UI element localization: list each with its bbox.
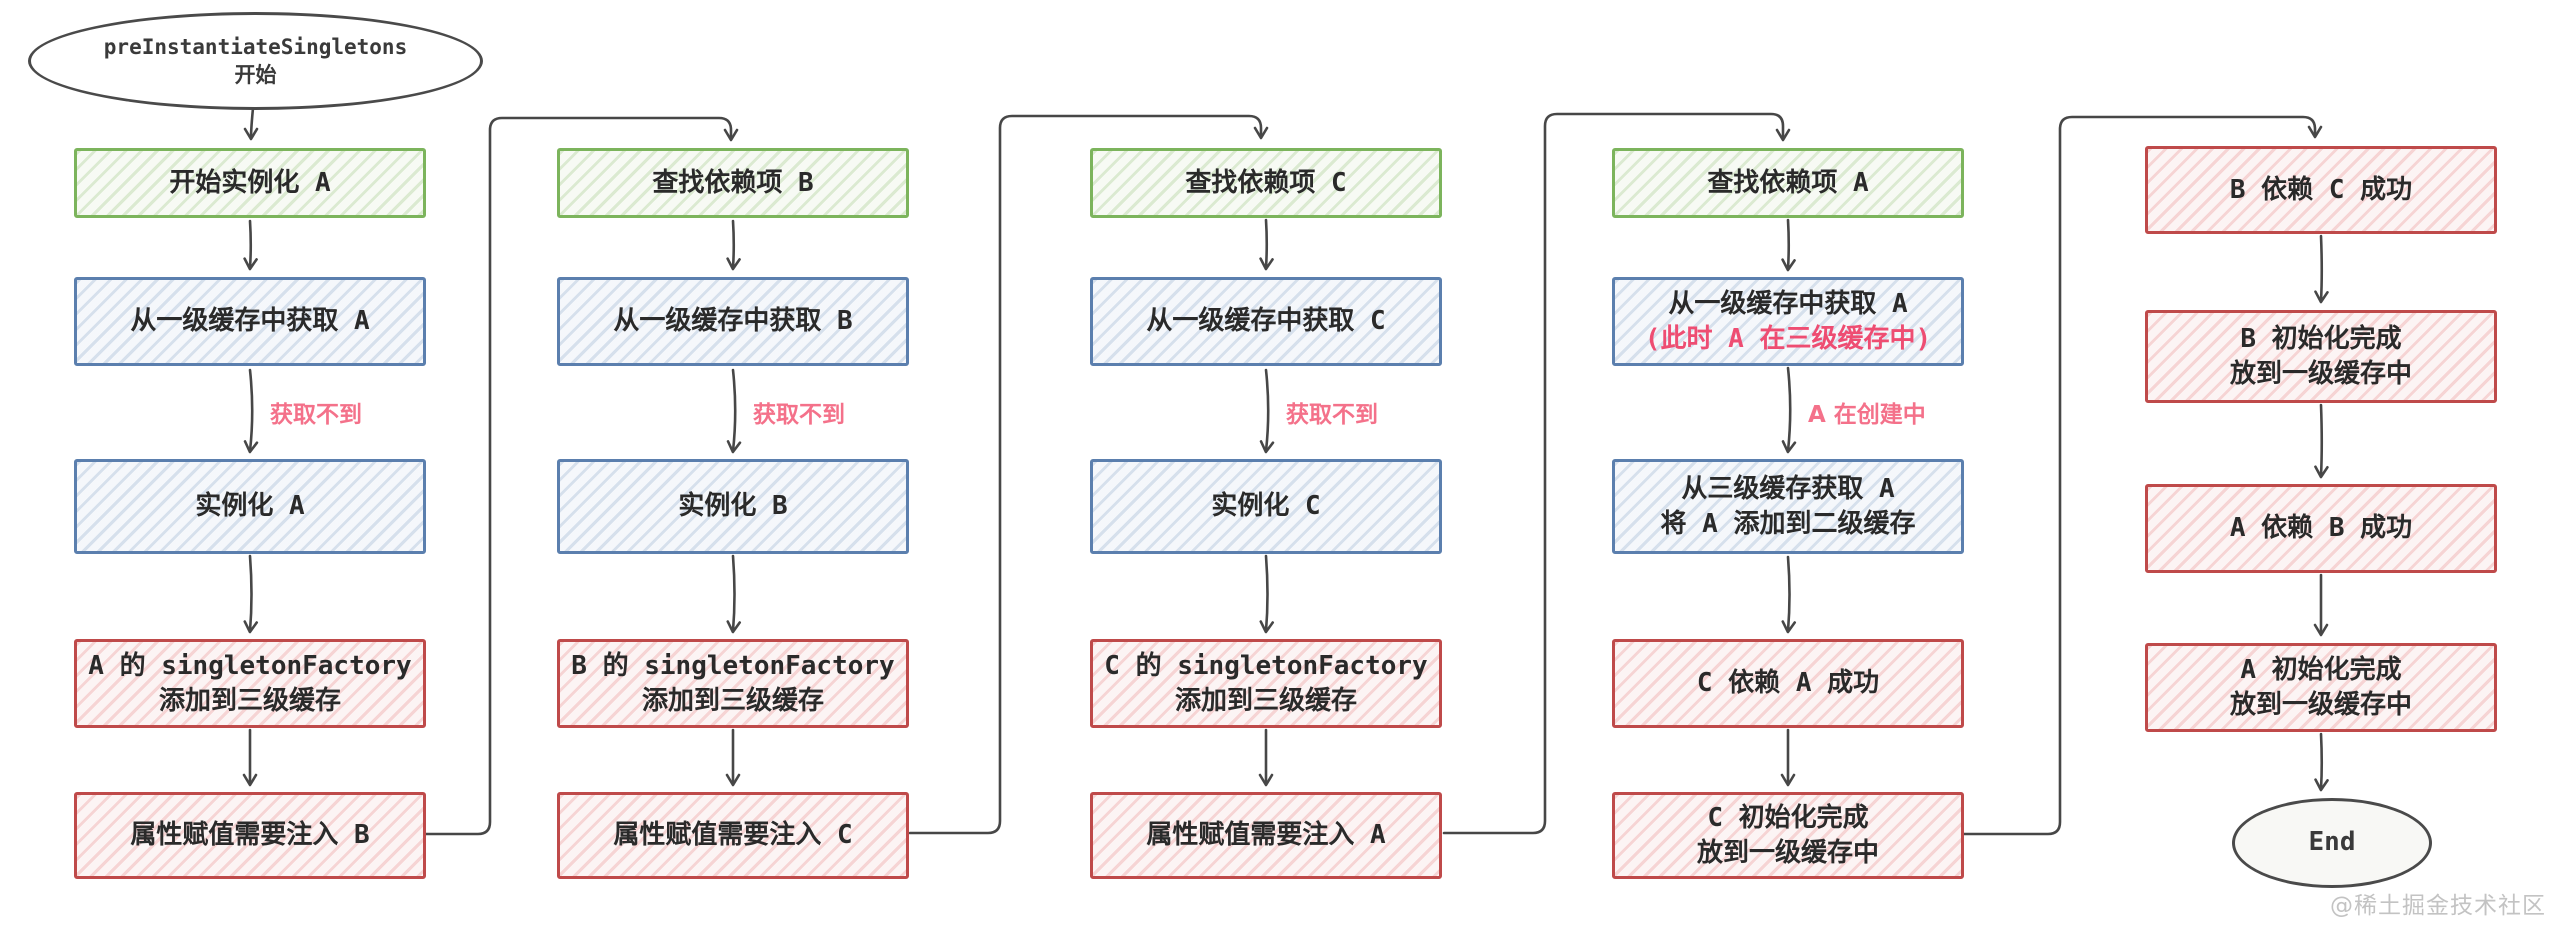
flow-node-col4-row5: C 初始化完成放到一级缓存中: [1612, 792, 1964, 879]
node-text-line: 添加到三级缓存: [1174, 685, 1357, 716]
flow-node-col1-row2: 从一级缓存中获取 A: [74, 277, 426, 366]
flow-node-col5-row2: B 初始化完成放到一级缓存中: [2145, 310, 2497, 403]
arrow-col1-2: [243, 368, 259, 454]
arrow-col3-3: [1259, 554, 1275, 634]
edge-label-col4: A 在创建中: [1808, 402, 1926, 428]
arrow-col2-1: [726, 219, 741, 271]
flow-node-col2-row1: 查找依赖项 B: [557, 148, 909, 218]
flow-node-col3-row3: 实例化 C: [1090, 459, 1442, 554]
arrow-col4-2: [1781, 366, 1797, 454]
start-ellipse: preInstantiateSingletons 开始: [28, 12, 483, 110]
node-text-line: 实例化 C: [1211, 491, 1321, 522]
node-text-line: 从一级缓存中获取 A: [1668, 289, 1908, 320]
node-text-line: C 的 singletonFactory: [1104, 651, 1428, 682]
node-text-line: 从三级缓存获取 A: [1681, 474, 1895, 505]
node-text-line: 开始实例化 A: [169, 167, 331, 198]
node-text-line: 从一级缓存中获取 C: [1146, 306, 1386, 337]
node-text-line: A 初始化完成: [2240, 655, 2402, 686]
node-text-line: 查找依赖项 B: [652, 167, 814, 198]
node-text-line: 实例化 A: [195, 491, 305, 522]
arrow-col4-1: [1781, 218, 1796, 272]
node-text-line: 属性赋值需要注入 A: [1146, 820, 1386, 851]
node-text-line: 查找依赖项 C: [1185, 167, 1347, 198]
flow-node-col4-row2: 从一级缓存中获取 A(此时 A 在三级缓存中): [1612, 277, 1964, 366]
watermark: @稀土掘金技术社区: [2330, 893, 2546, 919]
flow-node-col5-row3: A 依赖 B 成功: [2145, 484, 2497, 573]
arrow-start-to-col1: [243, 106, 259, 141]
node-text-line: 属性赋值需要注入 C: [613, 820, 853, 851]
end-label: End: [2308, 827, 2356, 858]
flow-node-col3-row1: 查找依赖项 C: [1090, 148, 1442, 218]
flow-node-col2-row3: 实例化 B: [557, 459, 909, 554]
node-text-line: 放到一级缓存中: [2229, 689, 2412, 720]
start-label-line1: preInstantiateSingletons: [103, 35, 408, 60]
edge-label-col1: 获取不到: [270, 402, 362, 428]
node-text-line: B 初始化完成: [2240, 324, 2402, 355]
flow-node-col2-row5: 属性赋值需要注入 C: [557, 792, 909, 879]
flow-node-col3-row5: 属性赋值需要注入 A: [1090, 792, 1442, 879]
node-text-line: C 依赖 A 成功: [1696, 668, 1880, 699]
node-text-line: 放到一级缓存中: [1696, 837, 1879, 868]
node-text-line: A 的 singletonFactory: [88, 651, 412, 682]
arrow-col3-2: [1259, 368, 1275, 454]
end-ellipse: End: [2232, 798, 2432, 888]
arrow-col2-3: [726, 554, 742, 634]
node-text-line: 查找依赖项 A: [1707, 167, 1869, 198]
node-text-line: 属性赋值需要注入 B: [130, 820, 370, 851]
arrow-col4-3: [1781, 555, 1797, 634]
flow-node-col1-row5: 属性赋值需要注入 B: [74, 792, 426, 879]
node-text-line: B 的 singletonFactory: [571, 651, 895, 682]
flow-node-col5-row4: A 初始化完成放到一级缓存中: [2145, 643, 2497, 732]
node-text-line: C 初始化完成: [1707, 803, 1869, 834]
arrow-col2-2: [726, 368, 742, 454]
node-text-line-pink: (此时 A 在三级缓存中): [1644, 323, 1932, 354]
node-text-line: 从一级缓存中获取 A: [130, 306, 370, 337]
node-text-line: 添加到三级缓存: [641, 685, 824, 716]
arrow-col5-1: [2314, 234, 2329, 304]
node-text-line: B 依赖 C 成功: [2229, 174, 2413, 205]
flow-node-col1-row3: 实例化 A: [74, 459, 426, 554]
edge-label-col2: 获取不到: [753, 402, 845, 428]
flow-node-col4-row1: 查找依赖项 A: [1612, 148, 1964, 218]
flow-node-col4-row4: C 依赖 A 成功: [1612, 639, 1964, 728]
arrow-col5-2: [2314, 403, 2329, 479]
node-text-line: 将 A 添加到二级缓存: [1660, 508, 1916, 539]
flow-node-col2-row2: 从一级缓存中获取 B: [557, 277, 909, 366]
node-text-line: 实例化 B: [678, 491, 788, 522]
arrow-col1-1: [243, 219, 258, 271]
node-text-line: 从一级缓存中获取 B: [613, 306, 853, 337]
arrow-col5-to-end: [2314, 732, 2329, 792]
node-text-line: A 依赖 B 成功: [2229, 513, 2413, 544]
node-text-line: 添加到三级缓存: [158, 685, 341, 716]
node-text-line: 放到一级缓存中: [2229, 358, 2412, 389]
flow-node-col5-row1: B 依赖 C 成功: [2145, 146, 2497, 234]
flow-node-col3-row2: 从一级缓存中获取 C: [1090, 277, 1442, 366]
arrow-col3-1: [1259, 218, 1274, 271]
start-label-line2: 开始: [234, 62, 277, 87]
flow-node-col1-row1: 开始实例化 A: [74, 148, 426, 218]
arrow-col1-3: [243, 554, 259, 634]
edge-label-col3: 获取不到: [1286, 402, 1378, 428]
